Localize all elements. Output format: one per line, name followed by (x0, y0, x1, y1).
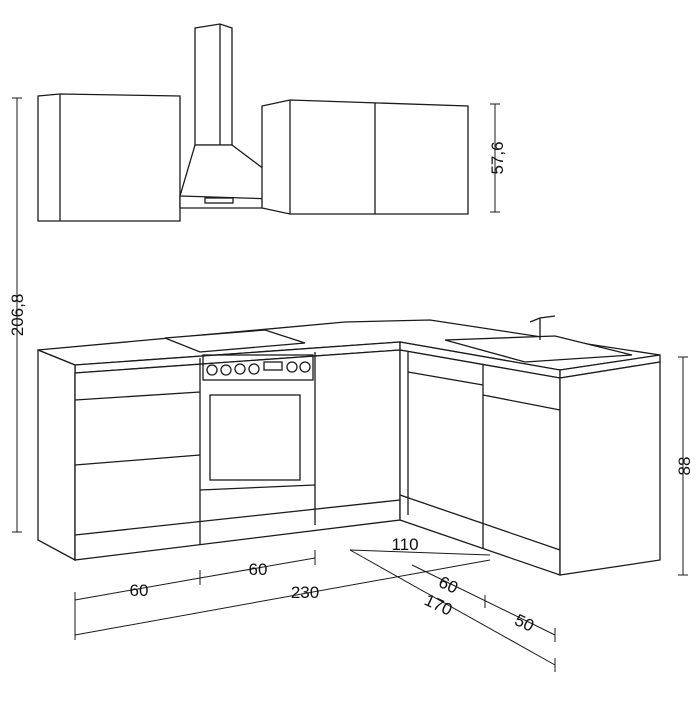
label-wall-cabinet-height: 57,6 (488, 141, 507, 174)
base-cabinets-left (37, 349, 401, 562)
wall-cabinets-right (261, 99, 469, 215)
base-cabinets-right (399, 349, 661, 576)
label-total-height: 206,8 (8, 294, 27, 337)
label-total-width: 230 (291, 583, 319, 602)
countertop (37, 315, 661, 379)
label-remaining-width: 110 (391, 535, 418, 554)
oven-knobs (206, 361, 311, 376)
label-oven-cabinet-width: 60 (249, 560, 268, 579)
label-base-height: 88 (675, 457, 694, 476)
label-corner-depth: 60 (436, 572, 461, 597)
label-side-remaining: 50 (512, 610, 537, 635)
label-left-cabinet-width: 60 (130, 581, 149, 600)
dimension-lines (12, 97, 688, 672)
wall-cabinet-left (37, 93, 181, 222)
